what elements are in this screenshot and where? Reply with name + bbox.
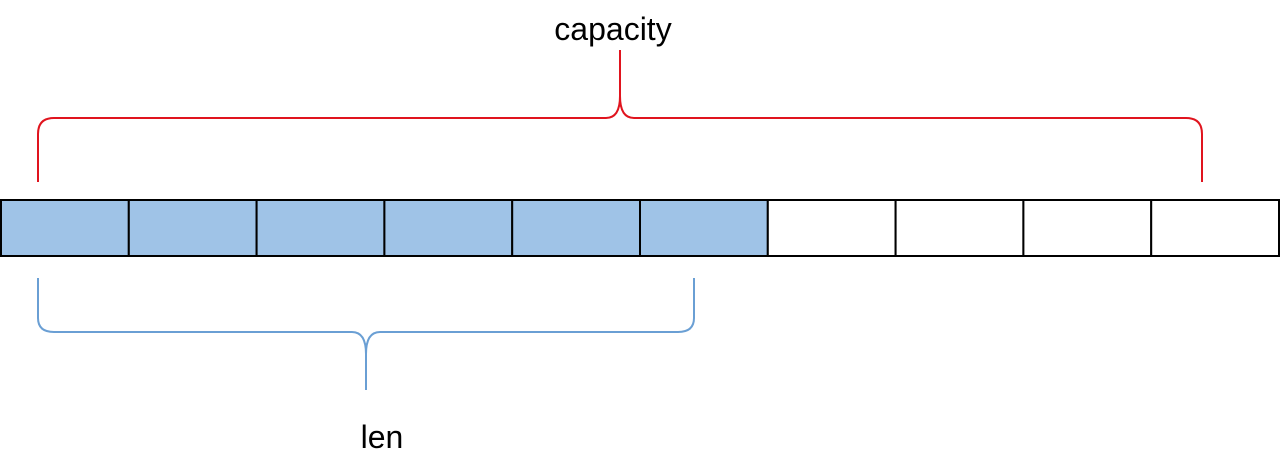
array-cell-filled bbox=[383, 199, 514, 257]
len-label: len bbox=[361, 419, 404, 455]
array-cell-empty bbox=[1022, 199, 1153, 257]
capacity-label: capacity bbox=[554, 11, 671, 47]
len-brace bbox=[37, 278, 695, 390]
array-cell-filled bbox=[511, 199, 642, 257]
array-cell-filled bbox=[639, 199, 769, 257]
capacity-brace bbox=[37, 50, 1203, 182]
array-cell-empty bbox=[1150, 199, 1280, 257]
array-cells bbox=[0, 199, 1280, 257]
array-cell-filled bbox=[127, 199, 258, 257]
array-cell-filled bbox=[0, 199, 130, 257]
array-cell-empty bbox=[894, 199, 1025, 257]
array-cell-empty bbox=[766, 199, 897, 257]
array-cell-filled bbox=[255, 199, 386, 257]
